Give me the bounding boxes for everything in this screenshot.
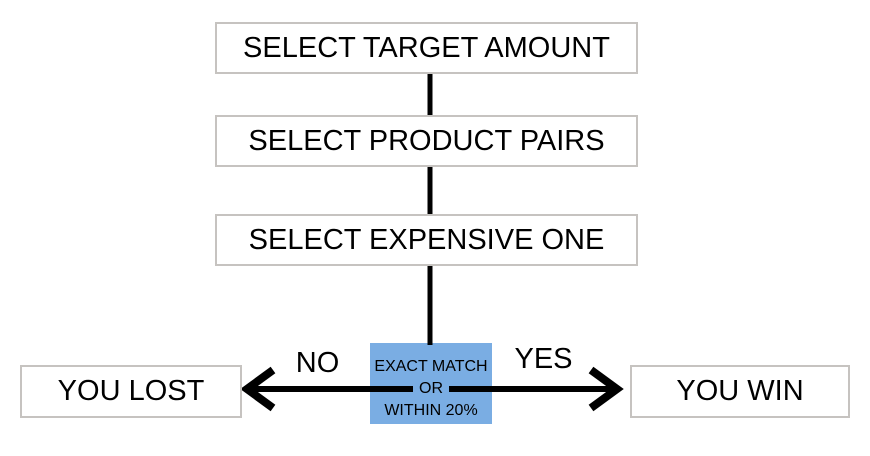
step-label: SELECT PRODUCT PAIRS bbox=[248, 124, 605, 157]
step-label: SELECT TARGET AMOUNT bbox=[243, 31, 610, 64]
arrow-right-head-icon bbox=[588, 366, 624, 412]
result-box-you-win: YOU WIN bbox=[630, 365, 850, 418]
step-box-select-expensive-one: SELECT EXPENSIVE ONE bbox=[215, 214, 638, 266]
decision-line3: WITHIN 20% bbox=[384, 402, 478, 419]
decision-line1: EXACT MATCH bbox=[374, 358, 488, 375]
result-label: YOU WIN bbox=[676, 375, 804, 407]
step-box-select-product-pairs: SELECT PRODUCT PAIRS bbox=[215, 115, 638, 167]
branch-label-no: NO bbox=[295, 347, 340, 379]
step-label: SELECT EXPENSIVE ONE bbox=[248, 223, 605, 256]
decision-line2: OR bbox=[413, 380, 449, 398]
result-label: YOU LOST bbox=[57, 375, 205, 407]
step-box-select-target-amount: SELECT TARGET AMOUNT bbox=[215, 22, 638, 74]
branch-label-yes: YES bbox=[514, 343, 573, 375]
result-box-you-lost: YOU LOST bbox=[20, 365, 242, 418]
arrow-left-head-icon bbox=[240, 366, 276, 412]
decision-box: EXACT MATCH OR WITHIN 20% bbox=[370, 343, 492, 424]
